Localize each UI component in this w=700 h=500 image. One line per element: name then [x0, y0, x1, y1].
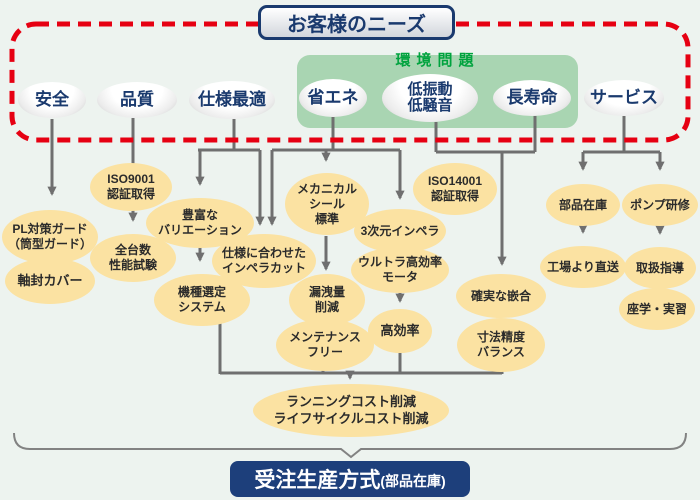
feature-ellipse-iso14001: ISO14001 認証取得: [413, 163, 497, 215]
feature-ellipse-lecture-practice: 座学・実習: [619, 288, 695, 330]
need-ellipse-low-vibration: 低振動 低騒音: [382, 74, 478, 122]
feature-ellipse-dimensional-precision: 寸法精度 バランス: [457, 318, 545, 372]
feature-ellipse-pump-training: ポンプ研修: [622, 184, 698, 226]
feature-ellipse-ultra-efficiency-motor: ウルトラ高効率 モータ: [351, 247, 449, 293]
gather-bracket: [13, 432, 687, 459]
feature-ellipse-direct-shipping: 工場より直送: [540, 246, 626, 288]
feature-ellipse-parts-stock: 部品在庫: [546, 184, 620, 226]
build-to-order-box: 受注生産方式(部品在庫): [230, 461, 470, 497]
feature-ellipse-iso9001: ISO9001 認証取得: [90, 163, 172, 211]
feature-ellipse-leakage-reduction: 漏洩量 削減: [289, 274, 365, 326]
feature-ellipse-impeller-cut: 仕様に合わせた インペラカット: [212, 234, 316, 288]
diagram-title: お客様のニーズ: [258, 5, 455, 40]
need-ellipse-long-life: 長寿命: [493, 80, 571, 116]
need-ellipse-safety: 安全: [18, 82, 86, 118]
build-to-order-sublabel: (部品在庫): [380, 472, 446, 489]
feature-ellipse-cost-reduction: ランニングコスト削減 ライフサイクルコスト削減: [253, 384, 449, 437]
feature-ellipse-maintenance-free: メンテナンス フリー: [276, 319, 374, 371]
feature-ellipse-pl-guard: PL対策ガード （筒型ガード）: [2, 210, 98, 264]
feature-ellipse-high-efficiency: 高効率: [368, 309, 432, 353]
need-ellipse-quality: 品質: [97, 82, 177, 118]
need-ellipse-service: サービス: [584, 80, 664, 116]
environment-group-label: 環境問題: [395, 52, 480, 69]
feature-ellipse-handling-guidance: 取扱指導: [624, 247, 696, 289]
feature-ellipse-secure-fitting: 確実な嵌合: [456, 274, 546, 318]
build-to-order-label: 受注生産方式: [254, 469, 381, 492]
feature-ellipse-full-performance-test: 全台数 性能試験: [90, 234, 176, 282]
feature-ellipse-shaft-seal-cover: 軸封カバー: [5, 258, 95, 304]
feature-ellipse-mechanical-seal: メカニカル シール 標準: [285, 173, 369, 235]
needs-dashed-border: [9, 21, 691, 143]
feature-ellipse-3d-impeller: 3次元インペラ: [354, 209, 446, 253]
need-ellipse-spec-optimal: 仕様最適: [189, 81, 275, 119]
need-ellipse-energy-saving: 省エネ: [299, 79, 367, 117]
